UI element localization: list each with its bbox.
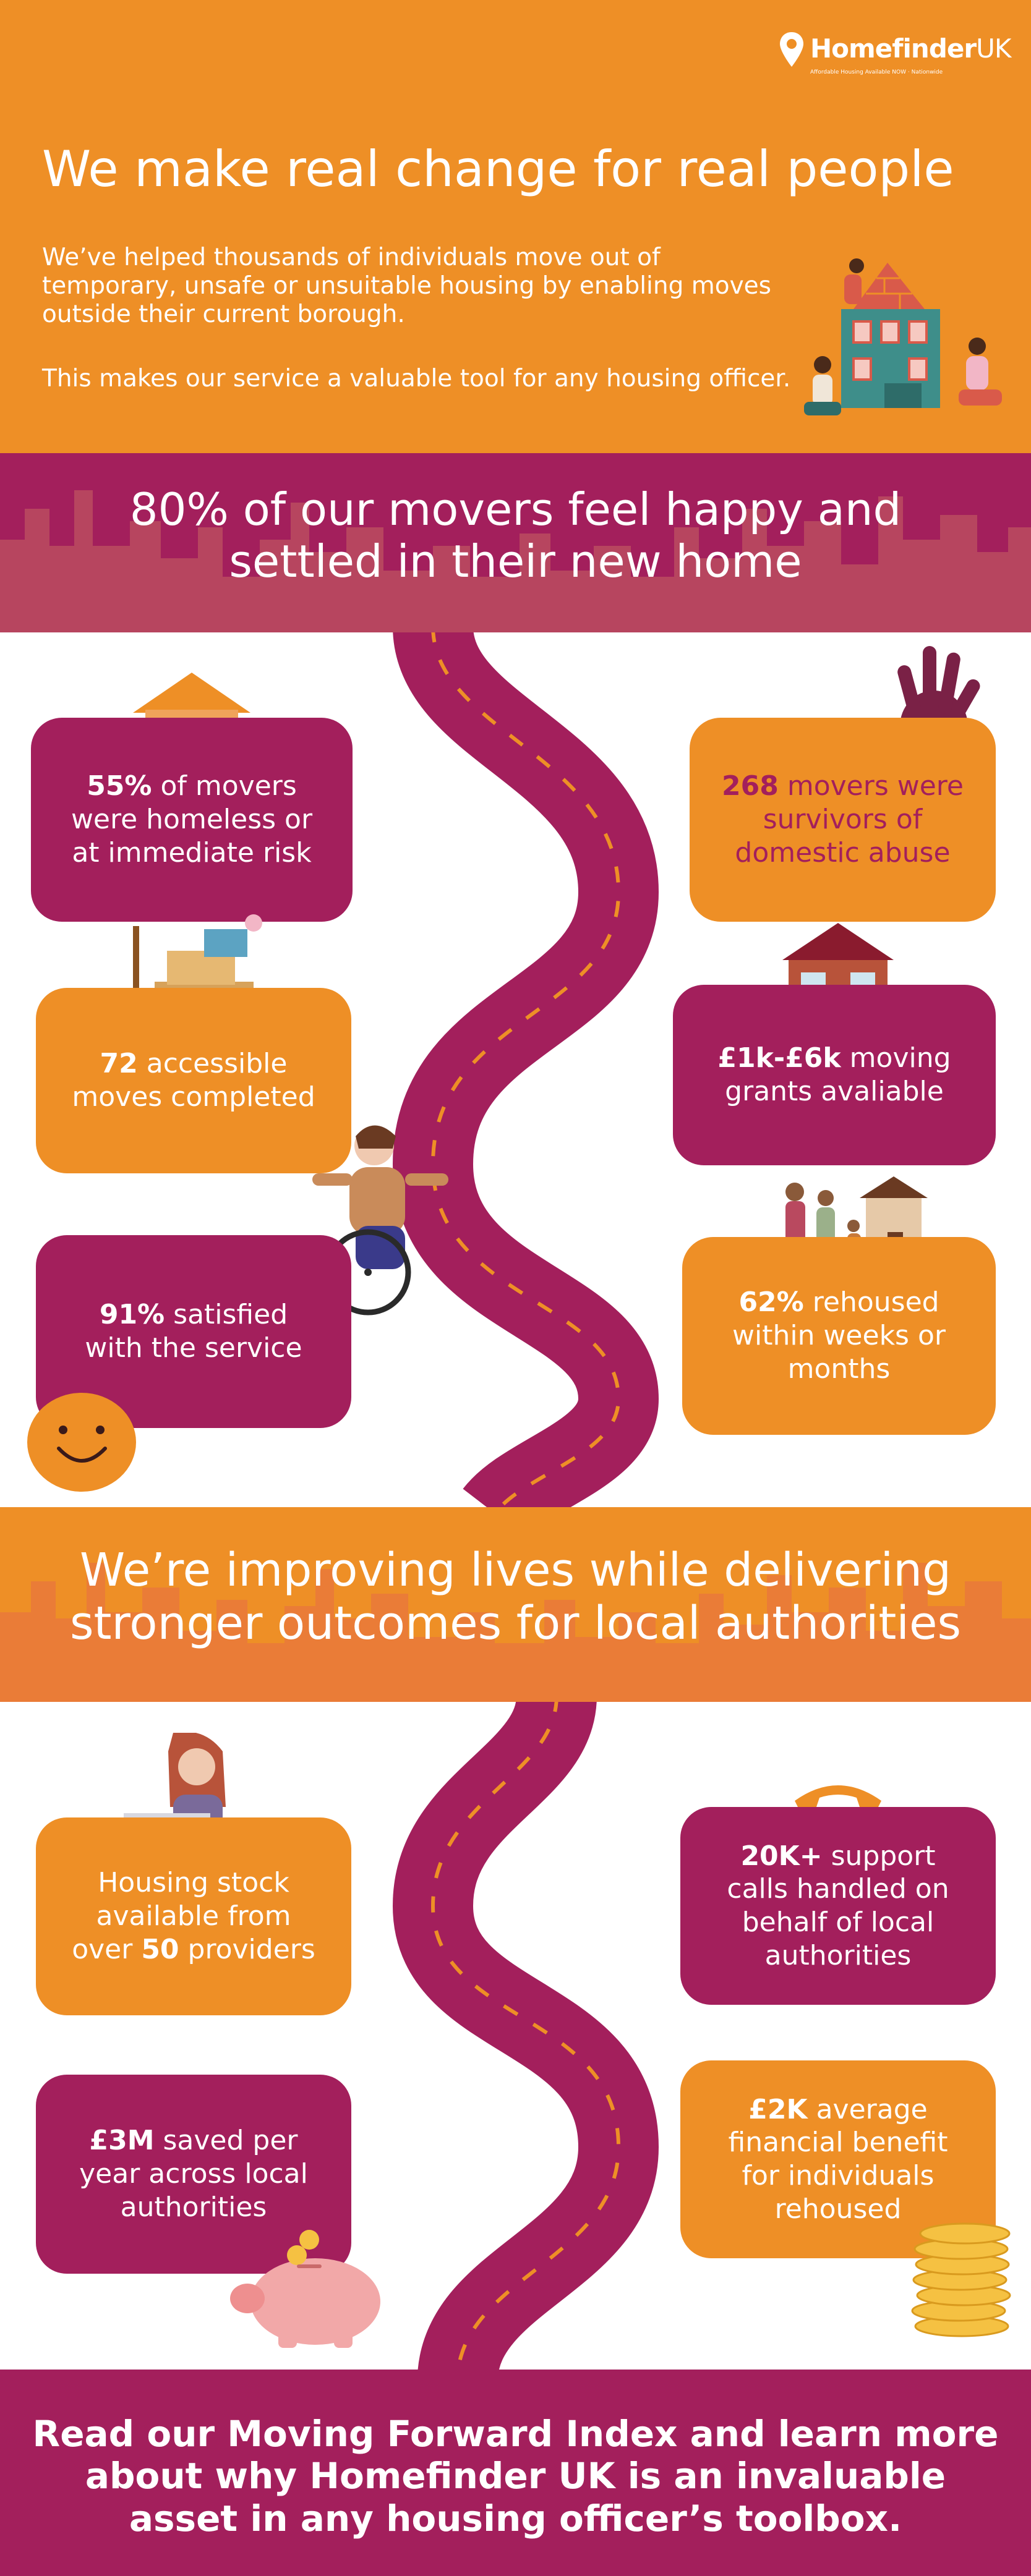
wheelchair-user-illustration (312, 1125, 448, 1316)
hero-paragraph-1: We’ve helped thousands of individuals mo… (42, 244, 771, 329)
banner-heading-happy: 80% of our movers feel happy and settled… (129, 483, 902, 587)
building-house-illustration (804, 258, 1002, 415)
city-skyline-decoration-orange (0, 1563, 1031, 1702)
hero-title: We make real change for real people (42, 140, 954, 198)
happy-movers-banner: 80% of our movers feel happy and settled… (0, 453, 1031, 632)
hero-section: HomefinderUK Affordable Housing Availabl… (0, 0, 1031, 453)
logo-wordmark: HomefinderUK (810, 33, 1011, 64)
cta-message[interactable]: Read our Moving Forward Index and learn … (32, 2413, 999, 2540)
stat-card-support-calls: 20K+ support calls handled on behalf of … (680, 1807, 996, 2005)
map-pin-icon (780, 32, 803, 67)
winding-road-graphic-2 (392, 1702, 659, 2370)
stats-section-movers: 55% of movers were homeless or at immedi… (0, 632, 1031, 1507)
stats-section-authorities: Housing stock available from over 50 pro… (0, 1702, 1031, 2370)
stat-card-savings: £3M saved per year across local authorit… (36, 2075, 351, 2274)
stat-card-moving-grants: £1k-£6k moving grants avaliable (673, 985, 996, 1165)
logo-tagline: Affordable Housing Available NOW · Natio… (810, 69, 943, 75)
stat-card-housing-stock: Housing stock available from over 50 pro… (36, 1817, 351, 2015)
call-to-action-footer[interactable]: Read our Moving Forward Index and learn … (0, 2370, 1031, 2576)
outcomes-banner: We’re improving lives while delivering s… (0, 1507, 1031, 1702)
stat-card-accessible-moves: 72 accessible moves completed (36, 988, 351, 1173)
coin-stack-icon (911, 2222, 1011, 2337)
winding-road-graphic (392, 632, 659, 1507)
stat-card-homeless: 55% of movers were homeless or at immedi… (31, 718, 353, 922)
stat-card-rehoused: 62% rehoused within weeks or months (682, 1237, 996, 1435)
piggy-bank-icon (230, 2230, 380, 2348)
banner-heading-outcomes: We’re improving lives while delivering s… (69, 1544, 962, 1650)
hero-paragraph-2: This makes our service a valuable tool f… (42, 365, 791, 393)
stat-card-domestic-abuse: 268 movers were survivors of domestic ab… (690, 718, 996, 922)
homefinder-logo[interactable]: HomefinderUK Affordable Housing Availabl… (778, 31, 1011, 83)
smiley-face-icon (27, 1393, 136, 1492)
city-skyline-decoration (0, 490, 1031, 632)
